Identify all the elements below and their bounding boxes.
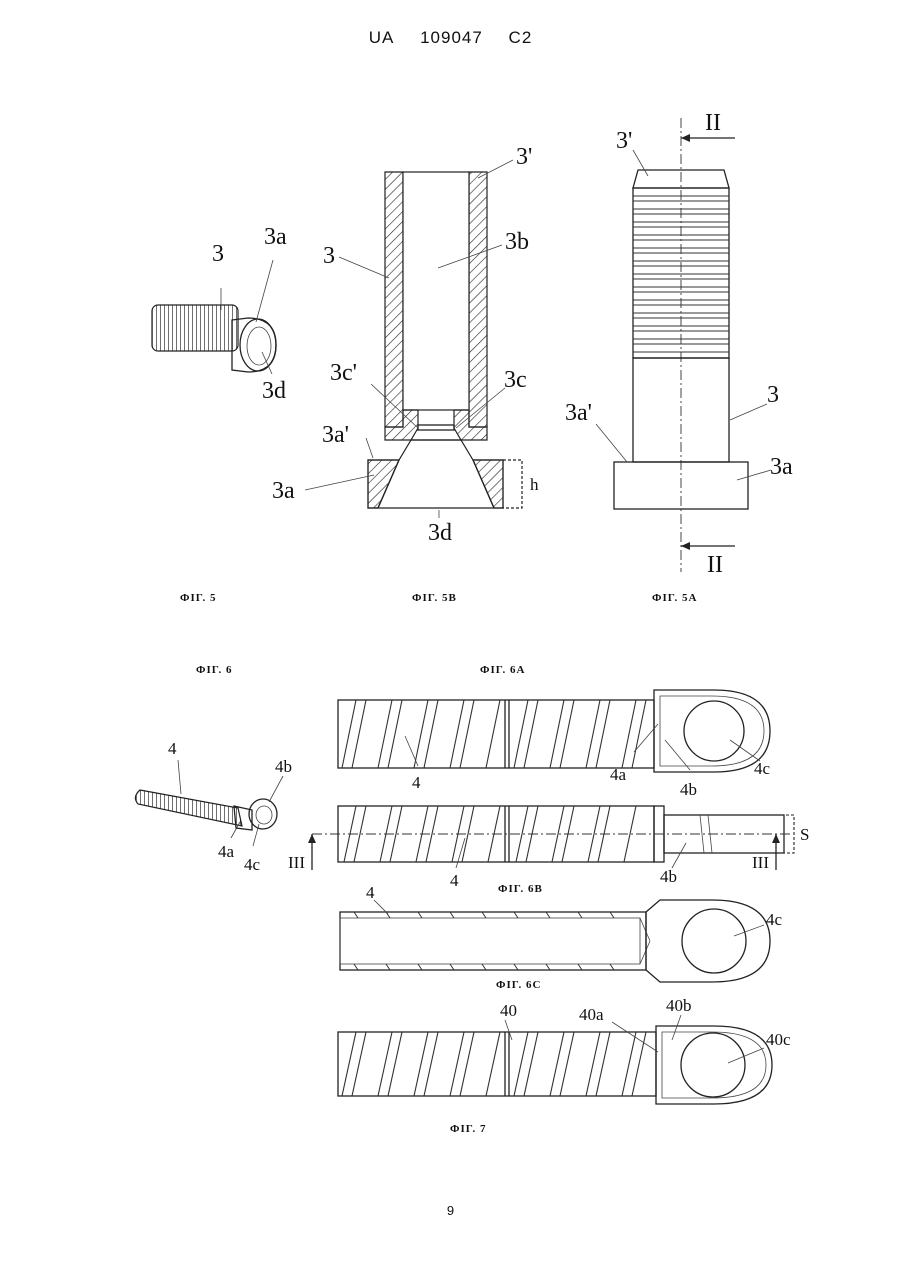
fig5a-label-section-bottom: II <box>707 552 723 578</box>
figure-5a: II 3' 3a' 3 3a II ФІГ. 5A <box>565 110 793 604</box>
figure-6a: 4 4a 4b 4c <box>338 690 771 799</box>
fig5a-label-section-top: II <box>705 110 721 136</box>
fig5a-label-3a-prime: 3a' <box>565 400 592 426</box>
fig5b-label-3a-prime: 3a' <box>322 422 349 448</box>
fig6a-label-4a: 4a <box>610 765 627 784</box>
fig5b-label-3: 3 <box>323 243 335 269</box>
fig7-label-40c: 40c <box>766 1030 791 1049</box>
fig6b-label-4b: 4b <box>660 867 677 886</box>
fig5-label-3: 3 <box>212 241 224 267</box>
fig5a-label-3: 3 <box>767 382 779 408</box>
fig5a-label-3a: 3a <box>770 454 793 480</box>
fig6b-caption: ФІГ. 6B <box>498 883 543 895</box>
fig5-label-3a: 3a <box>264 224 287 250</box>
fig6-label-4c: 4c <box>244 855 261 874</box>
figure-5b: 3' 3 3b 3c' 3c 3a' 3a 3d h ФІГ. 5B <box>272 144 539 604</box>
fig6-label-4: 4 <box>168 739 177 758</box>
fig6a-label-4: 4 <box>412 773 421 792</box>
figure-7: 40 40a 40b 40c ФІГ. 7 <box>338 996 791 1135</box>
fig6a-label-4c: 4c <box>754 759 771 778</box>
figure-6b: III 4 4b S III ФІГ. 6B <box>288 806 809 895</box>
fig7-caption: ФІГ. 7 <box>450 1123 487 1135</box>
figure-5: 3 3a 3d ФІГ. 5 <box>152 224 287 604</box>
fig5a-label-3-prime: 3' <box>616 128 632 154</box>
page-number: 9 <box>0 1203 901 1218</box>
figure-6: 4 4b 4a 4c <box>135 739 292 874</box>
fig6b-label-section-right: III <box>752 853 769 872</box>
fig5a-caption: ФІГ. 5A <box>652 592 697 604</box>
fig6c-caption: ФІГ. 6C <box>496 979 541 991</box>
fig6c-label-4c: 4c <box>766 910 783 929</box>
fig6b-label-section-left: III <box>288 853 305 872</box>
fig5b-label-3d: 3d <box>428 520 452 546</box>
fig5b-label-3b: 3b <box>505 229 529 255</box>
fig6-label-4a: 4a <box>218 842 235 861</box>
fig6b-label-s: S <box>800 825 809 844</box>
fig6c-label-4: 4 <box>366 883 375 902</box>
fig6a-caption: ФІГ. 6A <box>480 664 525 676</box>
fig6b-label-4: 4 <box>450 871 459 890</box>
fig6-label-4b: 4b <box>275 757 292 776</box>
fig7-label-40: 40 <box>500 1001 517 1020</box>
fig7-label-40b: 40b <box>666 996 692 1015</box>
fig5b-label-3-prime: 3' <box>516 144 532 170</box>
fig5b-caption: ФІГ. 5B <box>412 592 457 604</box>
fig7-label-40a: 40a <box>579 1005 604 1024</box>
fig5b-label-3a: 3a <box>272 478 295 504</box>
fig6-caption: ФІГ. 6 <box>196 664 233 676</box>
figure-6c: 4 4c ФІГ. 6C <box>340 883 783 991</box>
fig5-caption: ФІГ. 5 <box>180 592 217 604</box>
fig6a-label-4b: 4b <box>680 780 697 799</box>
fig5-label-3d: 3d <box>262 378 286 404</box>
fig5b-label-h: h <box>530 475 539 494</box>
fig5b-label-3c: 3c <box>504 367 527 393</box>
fig5b-label-3c-prime: 3c' <box>330 360 357 386</box>
